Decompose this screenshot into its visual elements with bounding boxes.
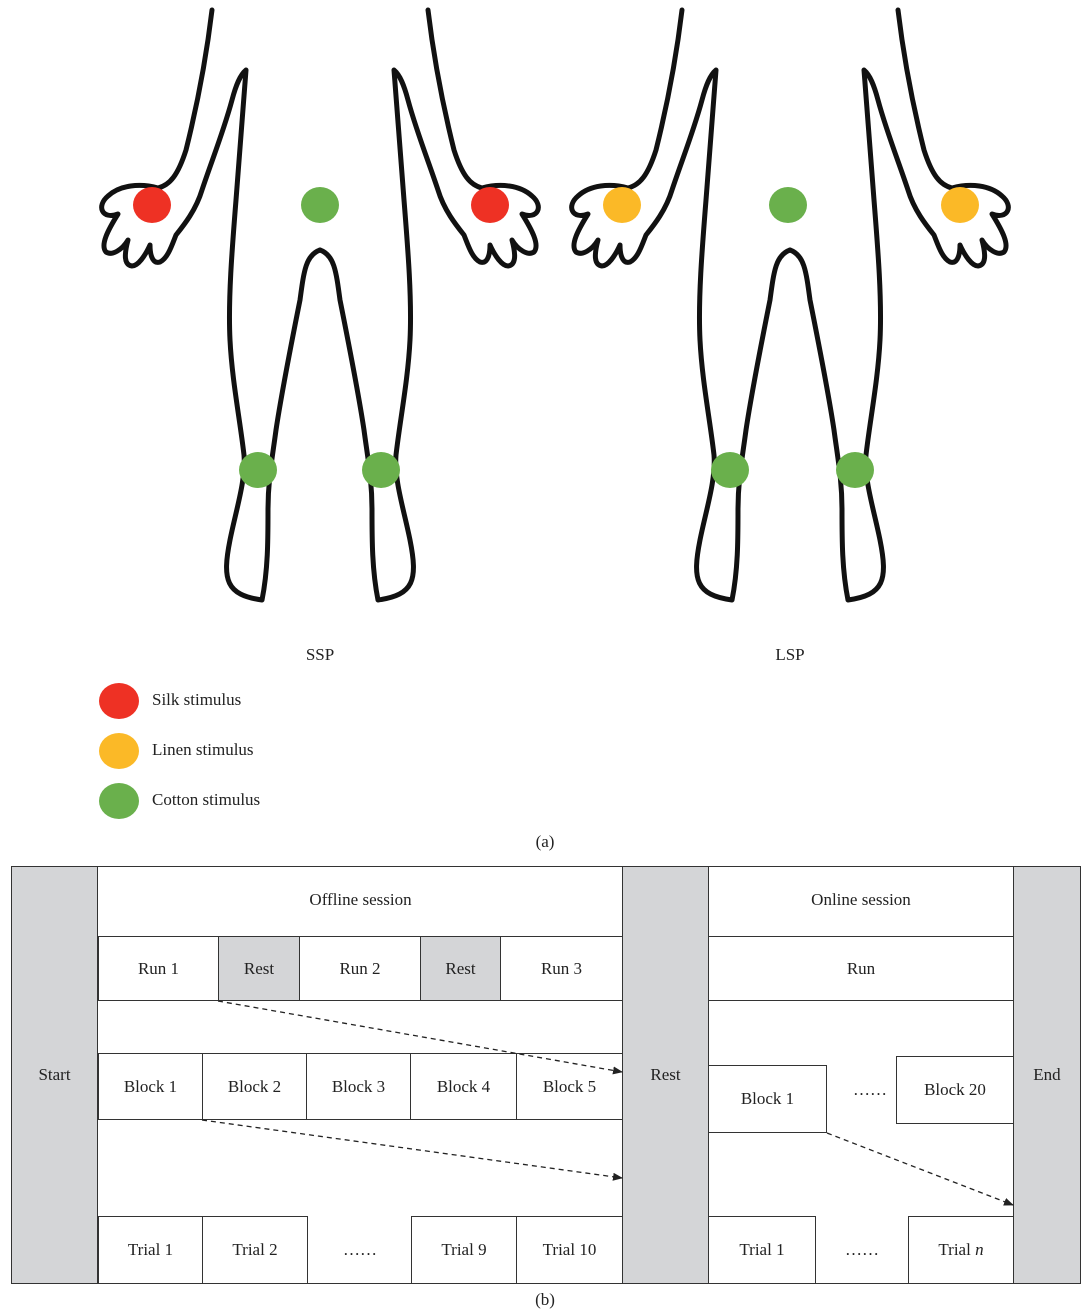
arrow-online-block1-to-end bbox=[827, 1133, 1013, 1205]
arrow-run1-to-rest bbox=[218, 1001, 622, 1072]
caption-b: (b) bbox=[515, 1290, 575, 1310]
arrow-block1-to-rest bbox=[202, 1120, 622, 1178]
